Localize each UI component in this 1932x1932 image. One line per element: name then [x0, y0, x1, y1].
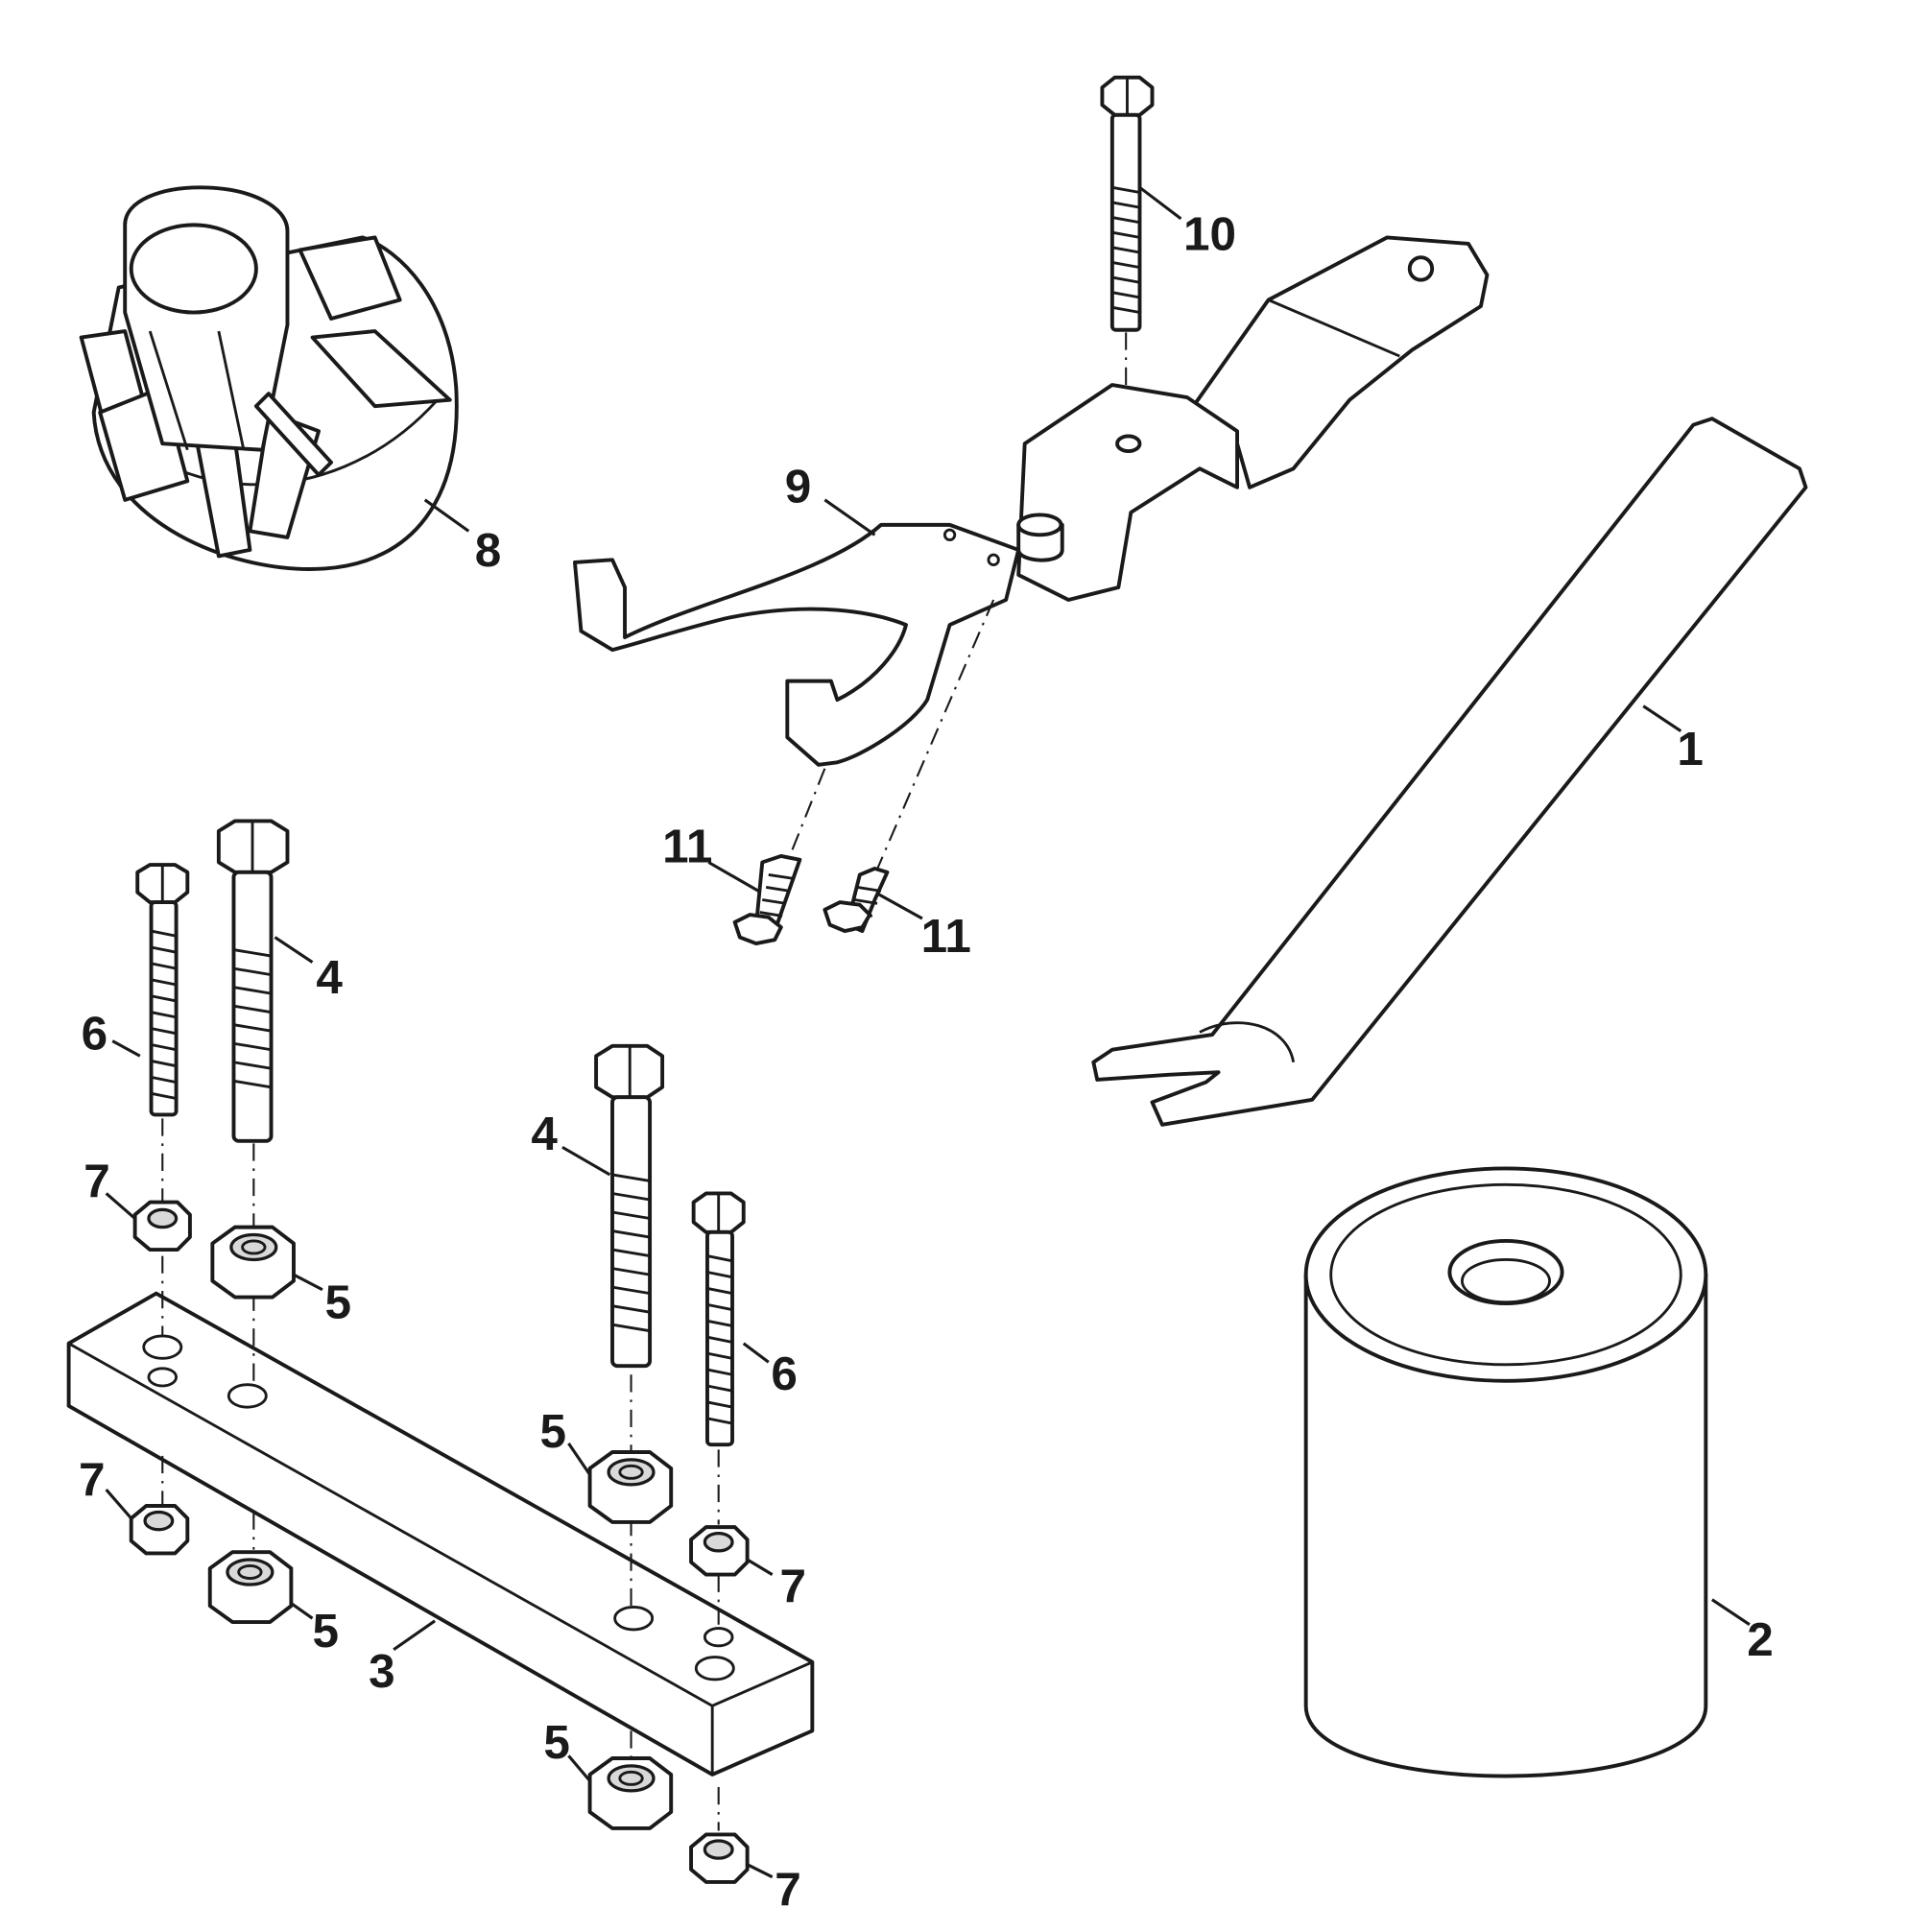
part-1-spanner	[1091, 417, 1808, 1127]
part-11-screw-a	[732, 853, 802, 946]
callout-2: 2	[1747, 1613, 1774, 1666]
part-4-bolt-a	[216, 819, 290, 1143]
part-5-nut-a	[210, 1225, 296, 1300]
part-6-bolt-b	[691, 1191, 746, 1447]
callouts: 1 2 3 4 4 5 5 5 5 6 6 7 7 7 7 8 9 10 11 …	[79, 207, 1774, 1916]
part-5-nut-c	[587, 1450, 674, 1524]
leader-lines	[105, 186, 1751, 1879]
axis-line-11a	[786, 768, 826, 863]
callout-1: 1	[1677, 723, 1704, 775]
part-7-nut-c	[689, 1525, 750, 1577]
callout-6a: 6	[82, 1008, 108, 1061]
part-7-nut-a	[132, 1200, 192, 1252]
callout-4a: 4	[316, 951, 343, 1004]
callout-6b: 6	[771, 1348, 798, 1400]
callout-5b: 5	[313, 1605, 340, 1658]
callout-9: 9	[785, 460, 812, 513]
callout-4b: 4	[531, 1108, 558, 1160]
part-5-nut-b	[207, 1550, 294, 1625]
callout-5d: 5	[543, 1716, 570, 1769]
callout-5c: 5	[539, 1405, 566, 1458]
part-5-nut-d	[587, 1756, 674, 1830]
part-4-bolt-b	[594, 1043, 665, 1369]
part-7-nut-d	[689, 1832, 750, 1884]
part-8-impeller	[79, 185, 459, 571]
callout-7a: 7	[83, 1155, 110, 1207]
part-9-bracket	[572, 235, 1490, 767]
callout-7c: 7	[779, 1560, 806, 1612]
part-10-bolt	[1100, 75, 1155, 332]
callout-11a: 11	[662, 820, 712, 872]
part-2-cylinder	[1303, 1166, 1708, 1778]
callout-3: 3	[369, 1645, 395, 1698]
part-3-bar	[66, 1291, 815, 1777]
callout-5a: 5	[325, 1276, 352, 1329]
axis-line-11b	[873, 599, 995, 875]
part-11-screw-b	[823, 866, 890, 933]
callout-7b: 7	[79, 1454, 106, 1507]
callout-11b: 11	[921, 910, 971, 963]
callout-8: 8	[475, 524, 502, 577]
part-6-bolt-a	[135, 863, 190, 1117]
callout-7d: 7	[775, 1864, 801, 1917]
callout-10: 10	[1183, 207, 1236, 260]
part-7-nut-b	[129, 1504, 190, 1556]
